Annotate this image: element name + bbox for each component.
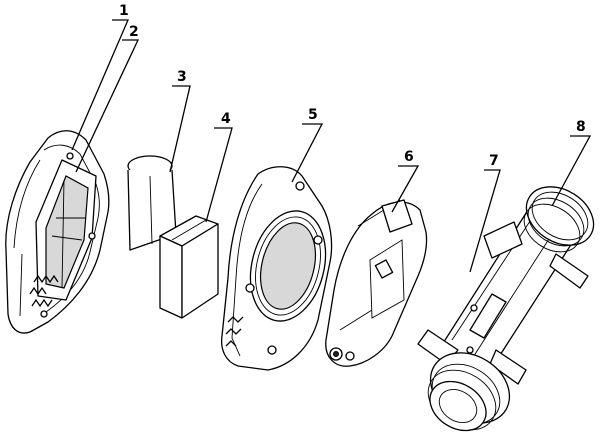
leader-1 bbox=[71, 19, 129, 151]
part-4-sensor-block bbox=[159, 215, 219, 319]
part-label-1: 1 bbox=[119, 3, 129, 19]
part-label-6: 6 bbox=[404, 149, 414, 165]
leader-3 bbox=[169, 85, 191, 173]
part-label-2: 2 bbox=[129, 24, 139, 40]
leader-8 bbox=[551, 135, 592, 207]
part-label-7: 7 bbox=[489, 153, 499, 169]
part-label-5: 5 bbox=[308, 107, 318, 123]
leader-4 bbox=[205, 127, 233, 223]
leader-6 bbox=[391, 165, 420, 213]
part-5-ring-plate bbox=[220, 166, 333, 371]
part-2-inner-frame bbox=[29, 152, 97, 318]
part-3-probe bbox=[127, 155, 177, 251]
part-label-3: 3 bbox=[177, 69, 187, 85]
part-6-carrier bbox=[325, 199, 428, 367]
part-label-4: 4 bbox=[221, 111, 231, 127]
part-labels: 1 2 3 4 5 6 7 8 bbox=[119, 3, 586, 169]
leader-7 bbox=[469, 169, 501, 273]
part-8-threaded-ends bbox=[427, 186, 595, 432]
leader-lines bbox=[71, 19, 592, 273]
part-label-8: 8 bbox=[576, 119, 586, 135]
leader-5 bbox=[291, 123, 324, 183]
leader-2 bbox=[75, 39, 140, 173]
